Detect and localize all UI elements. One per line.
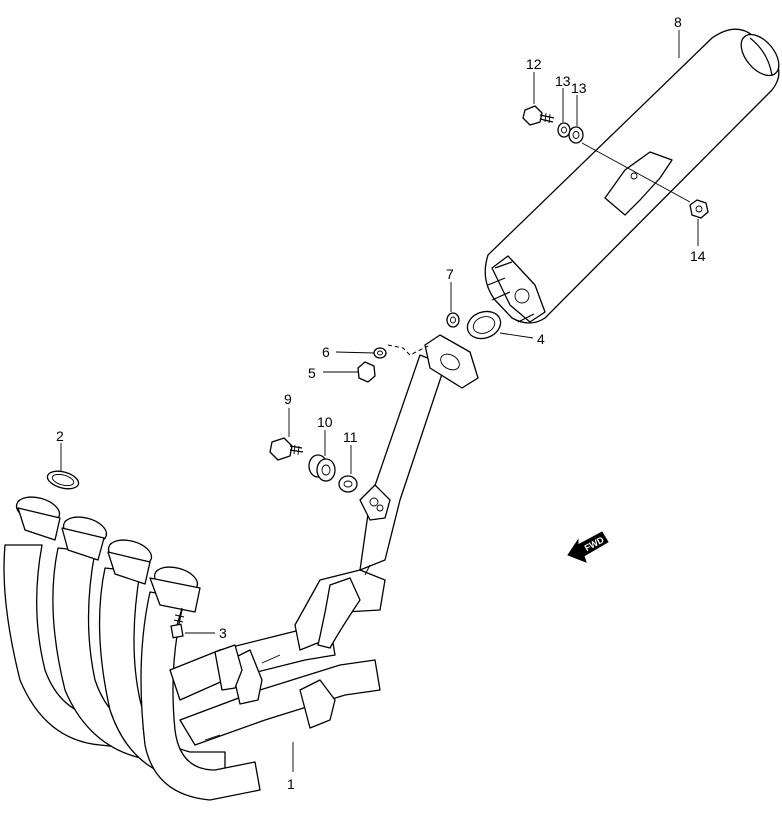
washer-7[interactable] — [446, 312, 460, 328]
callout-14: 14 — [690, 248, 706, 264]
callout-5: 5 — [308, 365, 316, 381]
washer-13a[interactable] — [557, 122, 571, 138]
spacer-10[interactable] — [308, 454, 336, 482]
bolt-3[interactable] — [170, 607, 185, 639]
muffler-gasket[interactable] — [464, 307, 505, 343]
fwd-arrow-icon: FWD — [567, 531, 609, 563]
callout-2: 2 — [56, 428, 64, 444]
callout-9: 9 — [284, 391, 292, 407]
muffler[interactable] — [484, 28, 782, 324]
callout-8: 8 — [674, 14, 682, 30]
callout-13a: 13 — [555, 73, 571, 89]
callout-4: 4 — [537, 331, 545, 347]
callout-13b: 13 — [571, 80, 587, 96]
callout-11: 11 — [343, 429, 358, 445]
callout-7: 7 — [446, 266, 454, 282]
callout-1: 1 — [287, 776, 295, 792]
nut-5[interactable] — [357, 361, 376, 383]
callout-3: 3 — [219, 625, 227, 641]
callout-12: 12 — [526, 56, 542, 72]
leader-lines — [60, 30, 699, 772]
exhaust-gasket-2[interactable] — [45, 468, 80, 492]
bolt-12[interactable] — [522, 105, 555, 126]
washer-13b[interactable] — [568, 126, 584, 144]
callout-6: 6 — [322, 344, 330, 360]
connecting-pipe — [359, 334, 479, 571]
washer-11[interactable] — [338, 475, 358, 493]
bolt-9[interactable] — [269, 437, 304, 461]
exhaust-pipe-assembly[interactable] — [3, 493, 386, 801]
callout-10: 10 — [317, 414, 333, 430]
nut-14[interactable] — [689, 199, 709, 219]
